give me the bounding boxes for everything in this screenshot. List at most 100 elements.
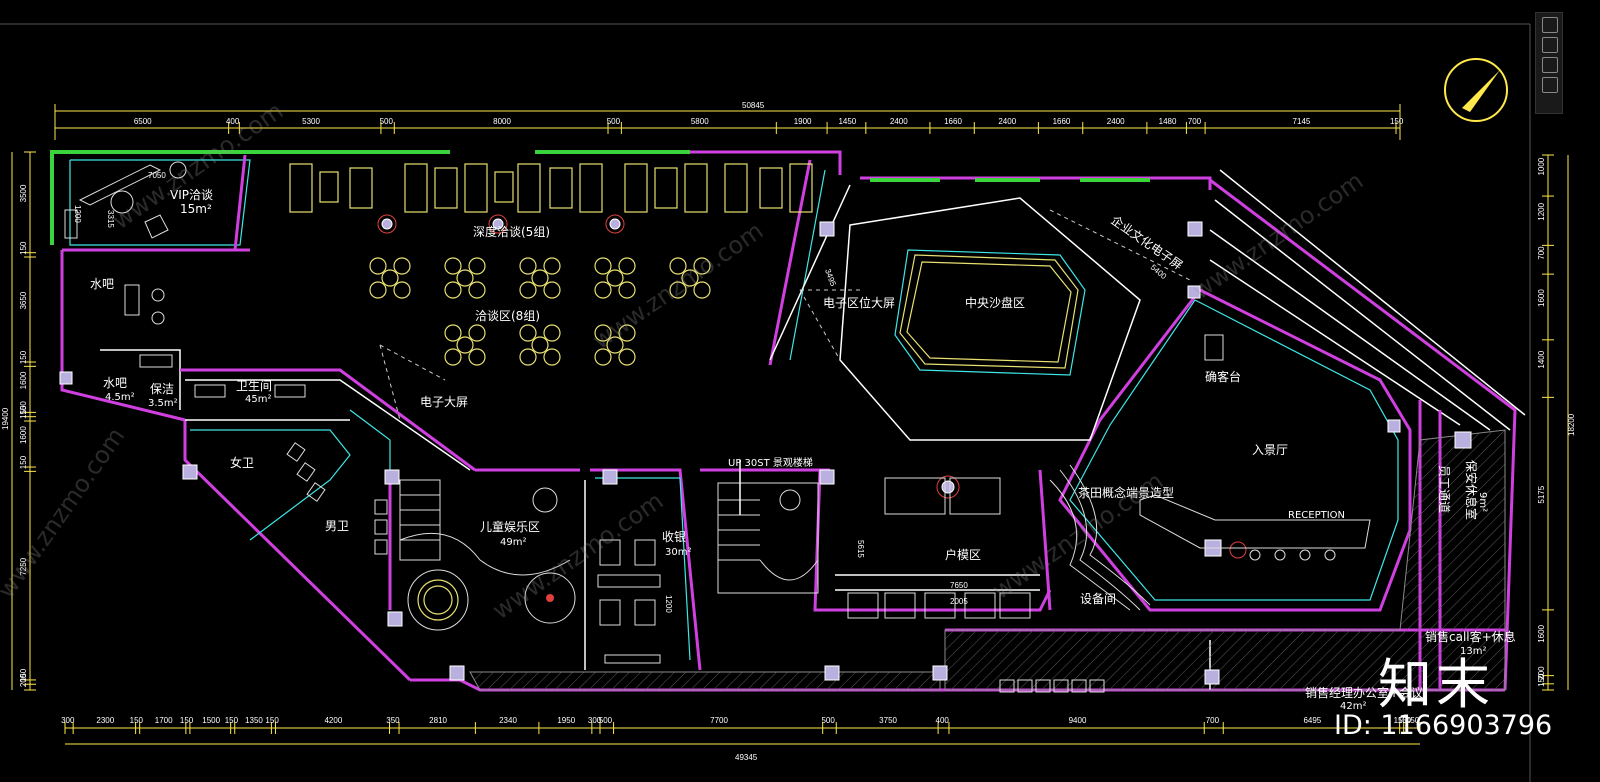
dim-label: 2340 (499, 716, 517, 725)
dim-label: 200 (19, 673, 28, 687)
total-height-left: 19400 (1, 407, 10, 430)
dim-label: 150 (225, 716, 239, 725)
room-vip-label: VIP洽谈 (170, 188, 213, 202)
table-4-seat (519, 324, 561, 366)
room-water-bar2-label: 水吧 (103, 376, 127, 390)
dim-label: 700 (1188, 117, 1202, 126)
dim-label: 500 (821, 716, 835, 725)
dim-label: 6500 (134, 117, 152, 126)
landscape-stair (717, 460, 819, 594)
room-water-bar2-area: 4.5m² (105, 392, 135, 403)
staff-passage-label: 员工通道 (1437, 465, 1451, 513)
service-hatch-area (944, 429, 1506, 691)
dim-label: 7700 (710, 716, 728, 725)
dim-label: 500 (599, 716, 613, 725)
total-width-bottom: 49345 (735, 753, 758, 762)
dim-label: 400 (226, 117, 240, 126)
room-security-area: 9m² (1477, 492, 1488, 512)
room-sales-manager-label: 销售经理办公室+会议 (1305, 685, 1423, 700)
corp-screen-label: 企业文化电子屏 (1108, 212, 1185, 272)
room-talk-area-label: 洽谈区(8组) (475, 309, 540, 323)
dim-label: 150 (1394, 716, 1408, 725)
dim-label: 150 (265, 716, 279, 725)
watermark-6: www.znzmo.com (487, 487, 668, 625)
cad-toolbar (1535, 12, 1563, 114)
dim-label: 500 (607, 117, 621, 126)
dim-label: 1660 (944, 117, 962, 126)
reception-counter-label: 确客台 (1205, 369, 1241, 384)
cashier-height-dim: 1200 (664, 595, 673, 613)
screen2-label: 电子区位大屏 (823, 295, 895, 310)
vip-width-dim: 7050 (148, 171, 166, 180)
room-sand-table-label: 中央沙盘区 (965, 295, 1025, 310)
table-4-seat (444, 257, 486, 299)
dim-label: 1600 (1537, 289, 1546, 307)
dim-label: 1000 (1537, 157, 1546, 175)
toolbar-button-2[interactable] (1542, 37, 1558, 53)
toilet-fixtures (194, 384, 388, 555)
dim-label: 500 (380, 117, 394, 126)
room-cashier-area: 30m² (665, 547, 691, 558)
dim-label: 2400 (890, 117, 908, 126)
cashier-furniture (597, 539, 661, 664)
dim-label: 300 (61, 716, 75, 725)
stairs-label: UP 30ST 景观楼梯 (728, 456, 813, 469)
vip-small-dim: 1200 (73, 205, 82, 223)
dim-label: 2300 (96, 716, 114, 725)
concept-wall-sculpture (1049, 464, 1151, 611)
dim-label: 1350 (245, 716, 263, 725)
dim-label: 1700 (155, 716, 173, 725)
dim-label: 1900 (794, 117, 812, 126)
dim-label: 150 (1390, 117, 1404, 126)
left-dimension-chain: 19400 3500150365015016001501501600150725… (1, 151, 36, 691)
room-wc-area: 45m² (245, 394, 271, 405)
dim-label: 2810 (429, 716, 447, 725)
dim-label: 2400 (998, 117, 1016, 126)
dim-label: 1400 (1537, 350, 1546, 368)
dim-label: 1500 (202, 716, 220, 725)
screen1-label: 电子大屏 (420, 395, 468, 409)
reception-desk (1139, 334, 1371, 561)
room-wc-label: 卫生间 (236, 379, 272, 393)
room-sales-manager-area: 42m² (1340, 701, 1366, 712)
dim-label: 1600 (19, 371, 28, 389)
room-sales-call-label: 销售call客+休息 (1425, 629, 1516, 644)
dim-label: 1950 (557, 716, 575, 725)
dim-label: 1480 (1159, 117, 1177, 126)
dim-label: 3500 (19, 184, 28, 202)
model-area-furniture (847, 477, 1031, 619)
concept-wall-label: 茶田概念端景造型 (1078, 485, 1174, 500)
table-4-seat (594, 257, 636, 299)
model-width-dim: 7650 (950, 581, 968, 590)
ceiling-lamps (377, 214, 1247, 559)
sales-office-desks (999, 679, 1105, 693)
toolbar-button-4[interactable] (1542, 77, 1558, 93)
vip-furniture (64, 161, 187, 239)
table-4-seat (369, 257, 411, 299)
dim-label: 4200 (324, 716, 342, 725)
dim-label: 3750 (879, 716, 897, 725)
table-4-seat (669, 257, 711, 299)
toolbar-button-1[interactable] (1542, 17, 1558, 33)
dim-label: 2400 (1107, 117, 1125, 126)
room-model-label: 户模区 (945, 547, 981, 562)
sand-table-model (839, 197, 1141, 441)
sightline-dashes (379, 209, 1191, 421)
dim-label: 5300 (302, 117, 320, 126)
dim-label: 200 (1537, 666, 1546, 680)
toolbar-button-3[interactable] (1542, 57, 1558, 73)
dim-label: 5800 (691, 117, 709, 126)
total-width-top: 50845 (742, 101, 765, 110)
dim-label: 1200 (1537, 202, 1546, 220)
table-4-seat (594, 324, 636, 366)
dim-label: 1660 (1053, 117, 1071, 126)
deep-talk-furniture (289, 163, 813, 213)
room-lobby-label: 入景厅 (1252, 443, 1288, 457)
dim-label: 150 (19, 350, 28, 364)
vip-height-dim: 3315 (106, 210, 115, 228)
dim-label: 150 (180, 716, 194, 725)
dim-label: 1600 (19, 426, 28, 444)
